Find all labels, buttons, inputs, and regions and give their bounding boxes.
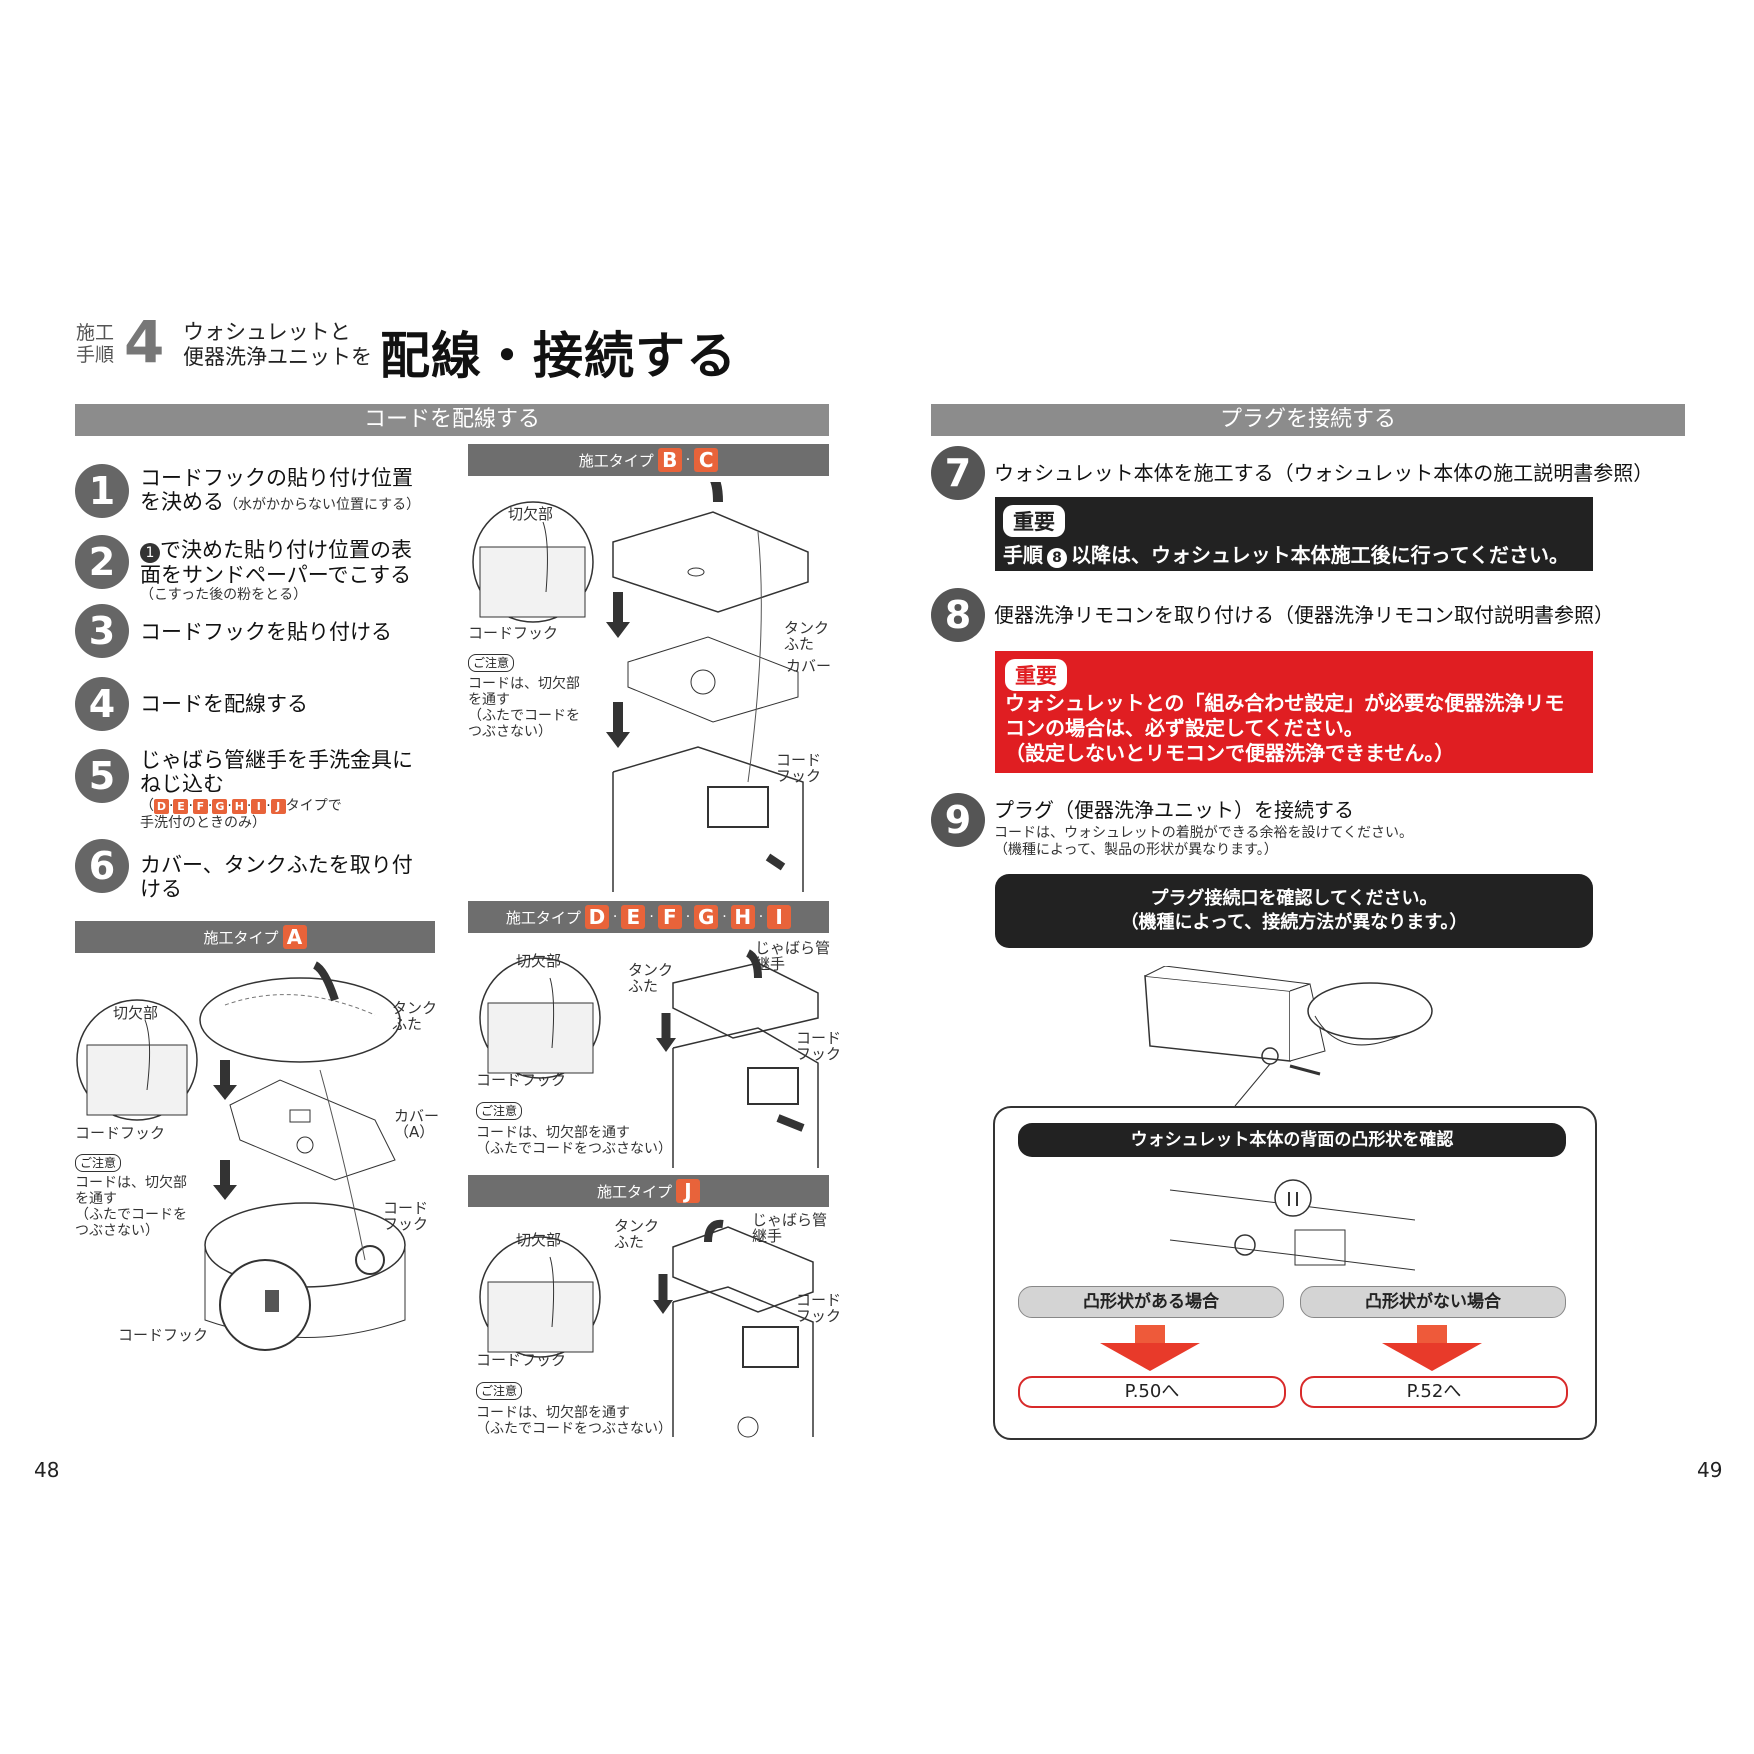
step-text: 便器洗浄リモコンを取り付ける（便器洗浄リモコン取付説明書参照）: [994, 603, 1614, 627]
label-cord-hook: コード フック: [796, 1291, 842, 1325]
step-text: ウォシュレット本体を施工する（ウォシュレット本体の施工説明書参照）: [994, 461, 1654, 485]
step-note: コードは、ウォシュレットの着脱ができる余裕を設けてください。（機種によって、製品…: [994, 825, 1414, 858]
label-cord-hook: コード フック: [796, 1029, 842, 1063]
washlet-illustration: [1144, 966, 1433, 1107]
label-tank-lid: タンク ふた: [614, 1217, 660, 1251]
label-tank-lid: タンク ふた: [628, 961, 674, 995]
step-circle: 1: [75, 464, 129, 518]
page-ref-p52[interactable]: P.52へ: [1300, 1376, 1568, 1408]
step-number: 4: [124, 308, 165, 376]
step-circle: 2: [75, 535, 129, 589]
step-circle: 9: [931, 793, 985, 847]
page-number-left: 48: [34, 1458, 60, 1482]
caution-badge: ご注意: [476, 1380, 523, 1400]
label-cord-hook: コードフック: [118, 1326, 209, 1344]
caution-text: コードは、切欠部 を通す （ふたでコードを つぶさない）: [75, 1175, 187, 1239]
arrow-down-icon: [1382, 1325, 1482, 1371]
label-notch: 切欠部: [516, 952, 562, 970]
label-tank-lid: タンク ふた: [784, 619, 830, 653]
type-bc-illustration: [472, 482, 809, 892]
label-notch: 切欠部: [508, 505, 554, 523]
type-bar-d-i: 施工タイプ D· E· F· G· H· I: [468, 901, 829, 933]
arrow-down-icon: [1100, 1325, 1200, 1371]
caution-badge: ご注意: [75, 1152, 122, 1172]
step-label: 施工手順: [76, 322, 115, 366]
title-subtitle: ウォシュレットと便器洗浄ユニットを: [183, 320, 372, 369]
caution-badge: ご注意: [468, 652, 515, 672]
step-text: プラグ（便器洗浄ユニット）を接続する: [994, 798, 1354, 822]
section-bar-cord: コードを配線する: [75, 404, 829, 436]
caution-text: コードは、切欠部を通す （ふたでコードをつぶさない）: [476, 1125, 672, 1157]
label-cover: カバー: [786, 657, 832, 675]
important-notice-red: 重要 ウォシュレットとの「組み合わせ設定」が必要な便器洗浄リモ コンの場合は、必…: [995, 651, 1593, 773]
step-text: カバー、タンクふたを取り付 ける: [140, 853, 413, 901]
case-without-protrusion: 凸形状がない場合: [1300, 1286, 1566, 1318]
label-cord-hook: コード フック: [383, 1199, 429, 1233]
caution-badge: ご注意: [476, 1100, 523, 1120]
step-circle: 7: [931, 446, 985, 500]
label-cord-hook: コードフック: [476, 1351, 567, 1369]
label-cord-hook: コードフック: [75, 1124, 166, 1142]
caution-text: コードは、切欠部 を通す （ふたでコードを つぶさない）: [468, 676, 580, 740]
detail-box: [993, 1106, 1597, 1440]
caution-text: コードは、切欠部を通す （ふたでコードをつぶさない）: [476, 1405, 672, 1437]
type-d-i-illustration: [479, 949, 819, 1168]
step-circle: 5: [75, 749, 129, 803]
detail-header: ウォシュレット本体の背面の凸形状を確認: [1018, 1123, 1566, 1157]
label-cord-hook: コード フック: [776, 751, 822, 785]
step-circle: 3: [75, 604, 129, 658]
step-text: コードフックの貼り付け位置 を決める（水がかからない位置にする）: [140, 466, 421, 514]
page-number-right: 49: [1697, 1458, 1723, 1482]
case-with-protrusion: 凸形状がある場合: [1018, 1286, 1284, 1318]
label-bellows-joint: じゃばら管 継手: [752, 1211, 828, 1245]
important-badge: 重要: [1003, 505, 1065, 537]
label-bellows-joint: じゃばら管 継手: [755, 939, 831, 973]
type-a-illustration: [76, 961, 406, 1351]
label-tank-lid: タンク ふた: [392, 999, 438, 1033]
step-circle: 6: [75, 839, 129, 893]
step-text: コードフックを貼り付ける: [140, 620, 392, 644]
step-text: コードを配線する: [140, 692, 308, 716]
step-circle: 8: [931, 588, 985, 642]
label-cover: カバー （A）: [394, 1107, 440, 1141]
check-box: プラグ接続口を確認してください。（機種によって、接続方法が異なります。）: [995, 874, 1593, 948]
important-badge: 重要: [1005, 659, 1067, 691]
label-notch: 切欠部: [516, 1231, 562, 1249]
page-title: 配線・接続する: [380, 327, 737, 385]
section-bar-plug: プラグを接続する: [931, 404, 1685, 436]
label-notch: 切欠部: [113, 1004, 159, 1022]
type-j-illustration: [479, 1219, 814, 1438]
rear-detail-illustration: [1169, 1179, 1415, 1271]
label-cord-hook: コードフック: [468, 624, 559, 642]
page-ref-p50[interactable]: P.50へ: [1018, 1376, 1286, 1408]
step-circle: 4: [75, 677, 129, 731]
label-cord-hook: コードフック: [476, 1071, 567, 1089]
